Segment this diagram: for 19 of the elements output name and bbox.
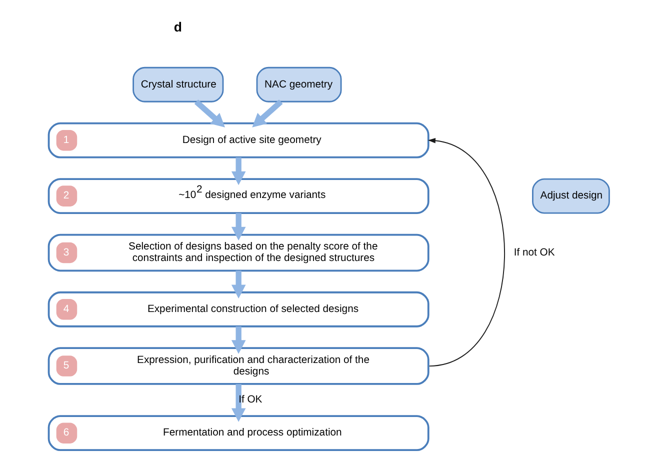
arrow (230, 157, 246, 186)
arrow (230, 384, 246, 422)
arrow (194, 100, 225, 128)
arrow (427, 138, 504, 366)
node-box: 4 Experimental construction of selected designs (47, 291, 429, 328)
node-box: NAC geometry (256, 66, 342, 102)
node-box: Crystal structure (132, 66, 224, 102)
node-box: 3 Selection of designs based on the penalty score of the constraints and inspection of the designed structures (47, 234, 429, 272)
arrow (230, 270, 246, 298)
arrow (230, 326, 246, 354)
edge-label: If OK (238, 394, 262, 406)
node-box: Adjust design (532, 178, 610, 214)
node-box: 1 Design of active site geometry (47, 122, 429, 158)
node-box: 6 Fermentation and process optimization (47, 415, 429, 452)
node-box: 5 Expression, purification and characterization of the designs (47, 347, 429, 385)
label: d (173, 19, 182, 34)
arrow (230, 213, 246, 241)
arrow (252, 100, 282, 128)
edge-label: If not OK (513, 247, 554, 258)
